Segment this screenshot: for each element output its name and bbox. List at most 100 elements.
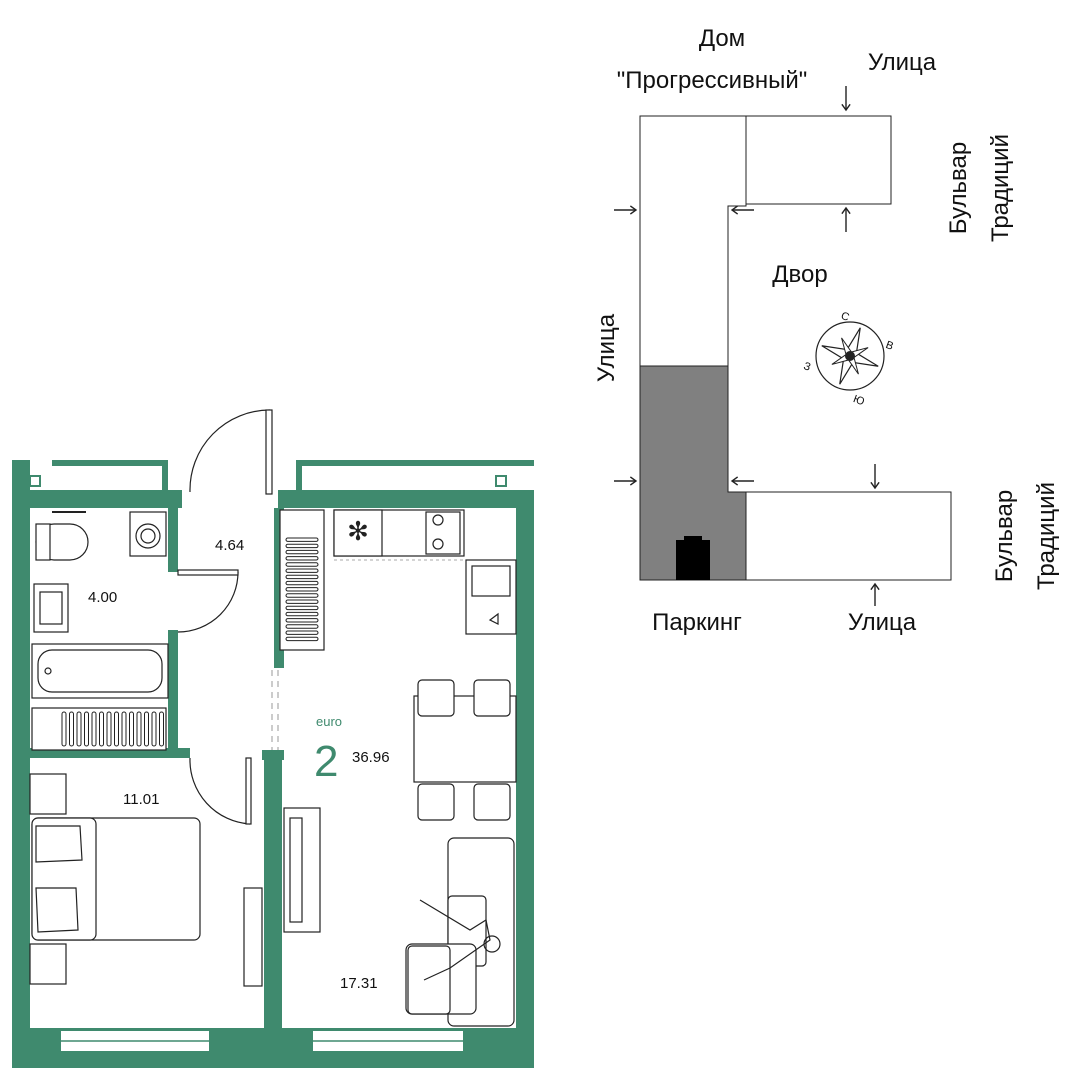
compass-south: Ю xyxy=(852,393,867,408)
house-label-line1: Дом xyxy=(699,25,745,52)
floor-plan: ✻ xyxy=(12,409,534,1068)
pillow xyxy=(35,887,79,933)
wardrobe-hanger xyxy=(285,556,319,561)
outer-wall-right xyxy=(516,495,534,1068)
entrance-arrow xyxy=(730,476,754,486)
entrance-door-swing xyxy=(189,409,271,493)
bathtub xyxy=(31,643,169,699)
wardrobe-hanger xyxy=(285,574,319,580)
total-area: 36.96 xyxy=(352,749,390,766)
boulevard-label-top-2: Традиций xyxy=(987,134,1014,242)
sink xyxy=(33,583,69,633)
wardrobe-hanger xyxy=(285,624,319,629)
bath-door[interactable] xyxy=(177,569,239,576)
entrance-door[interactable] xyxy=(265,409,273,495)
room-count: 2 xyxy=(314,737,338,786)
chair xyxy=(473,783,511,821)
bedroom-furniture xyxy=(29,773,263,987)
entrance-arrow xyxy=(870,464,880,490)
wardrobe-hanger xyxy=(285,611,319,617)
building-left-wing xyxy=(639,115,747,367)
area-hall: 4.64 xyxy=(215,537,244,554)
wardrobe-hanger xyxy=(285,543,319,549)
compass-rose: С В Ю З xyxy=(802,310,895,408)
boulevard-label-top-1: Бульвар xyxy=(945,142,972,234)
chair xyxy=(417,783,455,821)
bath-radiator-fins xyxy=(61,711,164,747)
entrance-arrow xyxy=(614,476,638,486)
wardrobe-hanger xyxy=(285,593,319,598)
wardrobe-hanger xyxy=(285,549,319,555)
wardrobe-hanger xyxy=(285,587,319,592)
entrance-arrows xyxy=(614,86,880,606)
radiator-fin xyxy=(76,711,82,747)
snowflake-icon: ✻ xyxy=(347,516,369,546)
radiator-fin xyxy=(114,711,119,747)
boulevard-label-bottom-1: Бульвар xyxy=(991,490,1018,582)
rail-right-post xyxy=(296,460,302,492)
wardrobe-hanger xyxy=(285,618,319,623)
rail-left xyxy=(52,460,168,466)
wardrobe-hanger xyxy=(285,537,319,542)
bath-door-swing xyxy=(177,571,239,633)
building-bottom-wing xyxy=(745,491,952,581)
chair xyxy=(473,679,511,717)
top-wall-left xyxy=(12,490,182,508)
person-figure xyxy=(419,899,491,981)
entrance-arrow xyxy=(730,205,754,215)
wall-bath-hall-low xyxy=(168,630,178,750)
wardrobe-hanger xyxy=(285,605,319,611)
radiator-fin xyxy=(91,711,97,747)
radiator-fin xyxy=(61,711,67,747)
street-label-bottom: Улица xyxy=(848,609,917,636)
area-bathroom: 4.00 xyxy=(88,589,117,606)
wardrobe-hanger xyxy=(285,599,319,604)
radiator-fin xyxy=(69,711,74,747)
entrance-arrow xyxy=(841,206,851,232)
radiator-fin xyxy=(159,711,164,747)
chair xyxy=(417,679,455,717)
sofa xyxy=(405,837,515,1027)
area-bedroom: 11.01 xyxy=(123,791,159,808)
dining-set xyxy=(413,679,517,821)
wall-bath-hall xyxy=(168,508,178,572)
outer-wall-left xyxy=(12,460,30,1068)
kitchen-cabinet xyxy=(465,559,517,635)
washing-machine xyxy=(129,511,167,557)
fridge xyxy=(333,509,383,557)
compass-west: З xyxy=(802,360,813,374)
entrance-arrow xyxy=(614,205,638,215)
building-top-wing xyxy=(745,115,892,205)
radiator-fin xyxy=(144,711,149,747)
radiator-fin xyxy=(106,711,112,747)
compass-east: В xyxy=(884,339,895,353)
wardrobe-hanger xyxy=(285,630,319,635)
radiator-fin xyxy=(84,711,89,747)
wardrobe-fins xyxy=(285,537,319,642)
wardrobe-hanger xyxy=(285,562,319,567)
top-wall-right xyxy=(278,490,534,508)
nightstand xyxy=(29,943,67,985)
radiator-fin xyxy=(99,711,104,747)
entrance-arrow xyxy=(841,86,851,112)
parking-label: Паркинг xyxy=(652,609,742,636)
area-living: 17.31 xyxy=(340,975,378,992)
radiator-fin xyxy=(121,711,127,747)
wardrobe xyxy=(279,509,325,651)
yard-label: Двор xyxy=(772,261,827,288)
boulevard-label-bottom-2: Традиций xyxy=(1033,482,1060,590)
nightstand xyxy=(29,773,67,815)
wall-hall-kitchen xyxy=(274,508,284,668)
street-label-left: Улица xyxy=(593,313,620,382)
wall-bedroom-top xyxy=(30,748,190,758)
compass-north: С xyxy=(839,310,851,324)
bedroom-door[interactable] xyxy=(245,757,252,825)
rail-left-post xyxy=(162,460,168,492)
parking-entrance xyxy=(676,540,710,580)
wall-bed-living xyxy=(264,750,282,1030)
kitchen: ✻ xyxy=(333,509,517,635)
armchair xyxy=(407,945,451,1015)
bedroom-door-swing xyxy=(189,757,251,825)
street-label-top: Улица xyxy=(868,49,937,76)
